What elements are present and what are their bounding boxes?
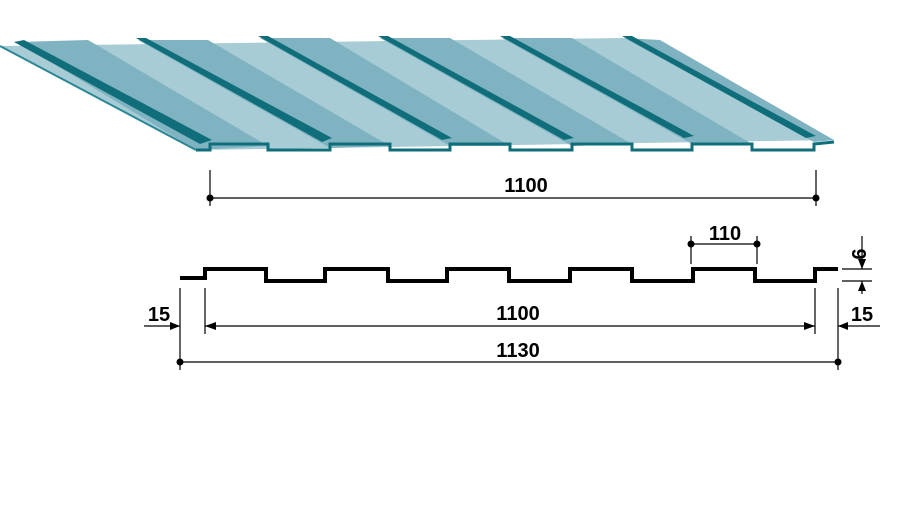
arrow-right	[170, 322, 180, 330]
arrow-right	[804, 322, 815, 330]
sheet-rib-4	[378, 36, 574, 140]
arrow-up	[858, 281, 866, 291]
sheet-rib-2	[136, 38, 332, 142]
sheet-band-2	[138, 40, 390, 148]
label-sheet-width: 1100	[504, 175, 547, 197]
label-rib-height: 9	[847, 248, 869, 259]
sheet-rib-3	[258, 36, 452, 140]
sheet-rib-5	[500, 36, 694, 138]
dimension-dot-left	[206, 194, 214, 202]
dimension-right-overhang: 15	[837, 288, 880, 370]
label-overall-width: 1130	[496, 340, 539, 362]
sheet-band-4	[380, 38, 632, 146]
sheet-band-1	[18, 40, 268, 150]
sheet-band-5	[502, 38, 752, 144]
corrugated-sheet-3d	[0, 36, 835, 152]
sheet-rib-6	[622, 36, 816, 138]
arrow-down	[858, 259, 866, 269]
label-rib-width: 110	[709, 223, 741, 245]
sheet-band-3	[260, 38, 510, 146]
dimension-working-width: 1100	[204, 288, 816, 334]
dimension-dot-left	[176, 358, 184, 366]
label-working-width: 1100	[496, 303, 539, 325]
dimension-dot-left	[687, 240, 695, 248]
cross-section-profile	[180, 267, 838, 283]
dimension-dot-right	[753, 240, 761, 248]
dimension-dot-right	[812, 194, 820, 202]
sheet-rib-1	[14, 40, 212, 144]
dimension-overall-width: 1130	[176, 340, 842, 366]
dimension-left-overhang: 15	[144, 288, 181, 370]
dimension-sheet-width: 1100	[206, 170, 820, 206]
sheet-front-edge	[196, 140, 835, 152]
label-right-overhang: 15	[851, 304, 873, 326]
dimension-rib-width: 110	[687, 223, 761, 264]
dimension-rib-height: 9	[842, 236, 872, 294]
dimension-dot-right	[834, 358, 842, 366]
arrow-left	[838, 322, 848, 330]
sheet-left-edge	[0, 45, 197, 151]
arrow-left	[205, 322, 216, 330]
label-left-overhang: 15	[148, 304, 170, 326]
